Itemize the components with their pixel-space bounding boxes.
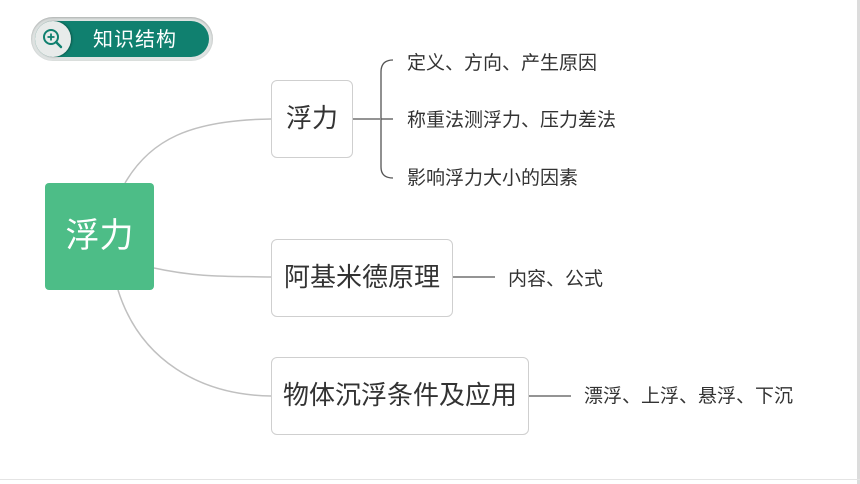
branch-node-buoyancy[interactable]: 浮力: [271, 80, 353, 158]
bottom-edge-divider: [0, 479, 860, 480]
right-edge-divider: [857, 0, 860, 484]
connector-root-branch-3: [117, 289, 272, 397]
connector-root-branch-1: [124, 118, 272, 184]
branch-node-sink-float[interactable]: 物体沉浮条件及应用: [271, 357, 529, 435]
leaf-node[interactable]: 漂浮、上浮、悬浮、下沉: [584, 385, 794, 407]
leaf-node[interactable]: 影响浮力大小的因素: [407, 167, 579, 189]
connector-root-branch-2: [153, 267, 272, 278]
leaf-node[interactable]: 定义、方向、产生原因: [407, 52, 598, 74]
leaf-node[interactable]: 称重法测浮力、压力差法: [407, 109, 617, 131]
root-node[interactable]: 浮力: [45, 183, 154, 290]
section-badge: 知识结构: [31, 17, 213, 61]
branch-node-archimedes[interactable]: 阿基米德原理: [271, 239, 453, 317]
badge-title: 知识结构: [93, 27, 177, 51]
leaf-node[interactable]: 内容、公式: [508, 268, 604, 290]
zoom-in-icon[interactable]: [35, 21, 71, 57]
